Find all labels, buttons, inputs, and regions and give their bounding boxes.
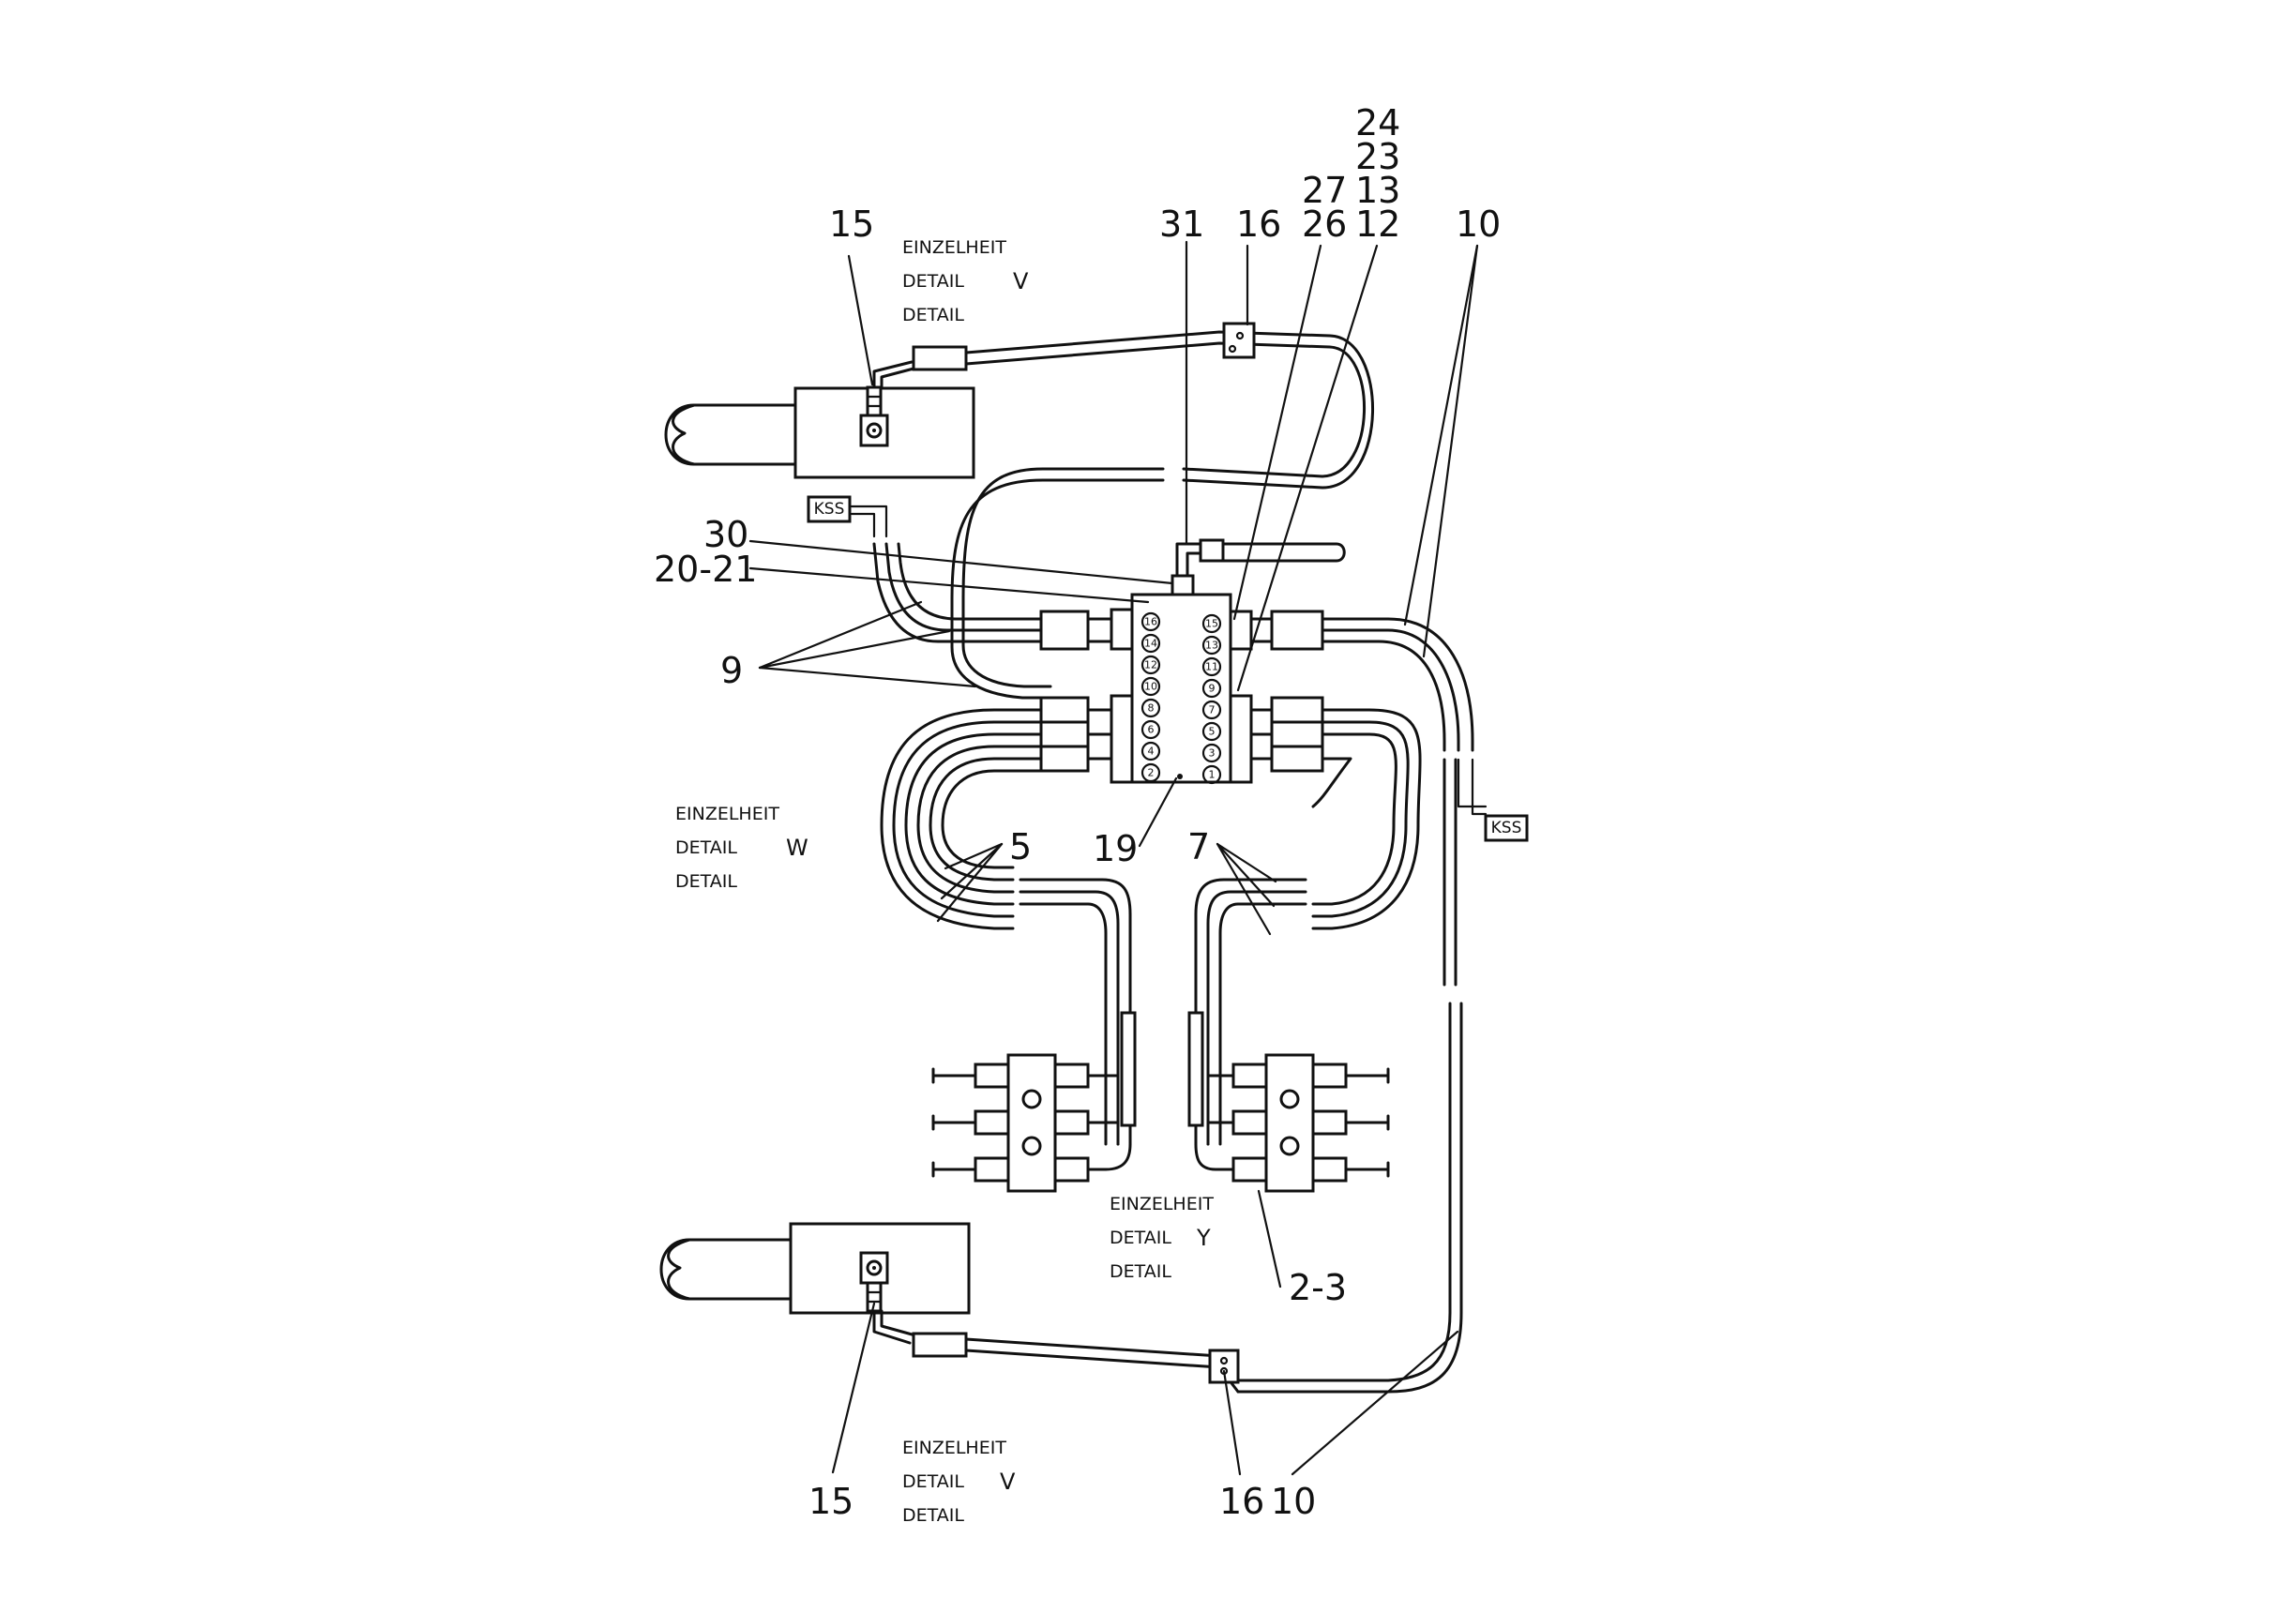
detail-note-w: EINZELHEIT DETAIL W DETAIL bbox=[675, 804, 808, 892]
detail-v-bottom-line3: DETAIL bbox=[902, 1505, 964, 1526]
kss-tag-left-label: KSS bbox=[814, 500, 845, 519]
callout-23: 23 bbox=[1355, 136, 1400, 177]
callout-10-top: 10 bbox=[1456, 204, 1501, 245]
port-label: 7 bbox=[1209, 704, 1216, 716]
detail-note-v-bottom: EINZELHEIT DETAIL V DETAIL bbox=[902, 1438, 1016, 1526]
callout-12: 12 bbox=[1355, 204, 1400, 245]
callout-26: 26 bbox=[1302, 204, 1347, 245]
leader-lines bbox=[748, 240, 1479, 1476]
detail-v-top-line1: EINZELHEIT bbox=[902, 237, 1006, 258]
callout-2-3: 2-3 bbox=[1289, 1267, 1347, 1308]
right-fittings bbox=[1229, 610, 1324, 784]
hose-loops-7 bbox=[1187, 708, 1422, 1146]
detail-v-bottom-letter: V bbox=[1000, 1469, 1016, 1495]
detail-v-bottom-line1: EINZELHEIT bbox=[902, 1438, 1006, 1458]
detail-y-line1: EINZELHEIT bbox=[1110, 1194, 1214, 1214]
callout-9: 9 bbox=[720, 650, 743, 691]
callout-7: 7 bbox=[1187, 826, 1210, 867]
bottom-shaft-assembly bbox=[659, 1222, 971, 1315]
detail-v-top-line2: DETAIL bbox=[902, 271, 964, 292]
callout-30: 30 bbox=[703, 514, 748, 555]
detail-w-line2: DETAIL bbox=[675, 837, 737, 858]
kss-lines-left bbox=[850, 505, 1043, 643]
callout-19: 19 bbox=[1093, 828, 1138, 869]
right-hose-10 bbox=[1236, 758, 1463, 1394]
detail-y-letter: Y bbox=[1196, 1225, 1211, 1251]
manifold-right-ports: 15 13 11 9 7 5 3 1 bbox=[1201, 613, 1222, 785]
detail-y-line2: DETAIL bbox=[1110, 1228, 1171, 1248]
callout-16-top: 16 bbox=[1236, 204, 1281, 245]
top-hose-10 bbox=[872, 322, 1374, 700]
port-label: 5 bbox=[1209, 726, 1216, 738]
detail-v-bottom-line2: DETAIL bbox=[902, 1471, 964, 1492]
port-label: 10 bbox=[1144, 681, 1157, 693]
port-label: 4 bbox=[1148, 746, 1155, 758]
bottom-hose-10 bbox=[872, 1309, 1240, 1394]
detail-y-line3: DETAIL bbox=[1110, 1261, 1171, 1282]
manifold-left-ports: 16 14 12 10 8 6 4 2 bbox=[1140, 611, 1161, 783]
port-label: 1 bbox=[1209, 769, 1216, 781]
right-distributor bbox=[1194, 1053, 1390, 1193]
manifold-19 bbox=[1130, 538, 1346, 784]
callout-13: 13 bbox=[1355, 170, 1400, 211]
callout-16-bottom: 16 bbox=[1219, 1481, 1264, 1522]
top-shaft-assembly bbox=[664, 385, 975, 479]
kss-tag-right: KSS bbox=[1484, 814, 1529, 842]
port-label: 16 bbox=[1144, 616, 1157, 628]
port-label: 12 bbox=[1144, 659, 1157, 671]
callout-labels: 15 16 31 27 26 24 23 13 12 10 30 20-21 9… bbox=[654, 102, 1501, 1522]
detail-note-y: EINZELHEIT DETAIL Y DETAIL bbox=[1110, 1194, 1214, 1282]
callout-15-bottom: 15 bbox=[808, 1481, 853, 1522]
port-label: 8 bbox=[1148, 702, 1155, 715]
port-label: 14 bbox=[1144, 638, 1157, 650]
callout-31: 31 bbox=[1159, 204, 1204, 245]
callout-15-top: 15 bbox=[829, 204, 874, 245]
callout-27: 27 bbox=[1302, 170, 1347, 211]
left-fittings bbox=[1039, 608, 1134, 784]
kss-tag-right-label: KSS bbox=[1491, 819, 1522, 837]
left-distributor bbox=[931, 1053, 1132, 1193]
port-label: 3 bbox=[1209, 747, 1216, 760]
detail-w-line3: DETAIL bbox=[675, 871, 737, 892]
detail-note-v-top: EINZELHEIT DETAIL V DETAIL bbox=[902, 237, 1029, 325]
port-label: 13 bbox=[1205, 640, 1218, 652]
kss-tag-left: KSS bbox=[807, 495, 852, 523]
detail-v-top-letter: V bbox=[1013, 268, 1029, 294]
detail-w-line1: EINZELHEIT bbox=[675, 804, 779, 824]
detail-w-letter: W bbox=[786, 835, 808, 861]
port-label: 6 bbox=[1148, 724, 1155, 736]
callout-24: 24 bbox=[1355, 102, 1400, 143]
callout-10-bottom: 10 bbox=[1271, 1481, 1316, 1522]
callout-20-21: 20-21 bbox=[654, 549, 757, 590]
port-label: 11 bbox=[1205, 661, 1218, 673]
kss-lines-right bbox=[1321, 617, 1488, 816]
detail-v-top-line3: DETAIL bbox=[902, 305, 964, 325]
port-label: 15 bbox=[1205, 618, 1218, 630]
port-label: 2 bbox=[1148, 767, 1155, 779]
callout-5: 5 bbox=[1009, 826, 1032, 867]
port-label: 9 bbox=[1209, 683, 1216, 695]
